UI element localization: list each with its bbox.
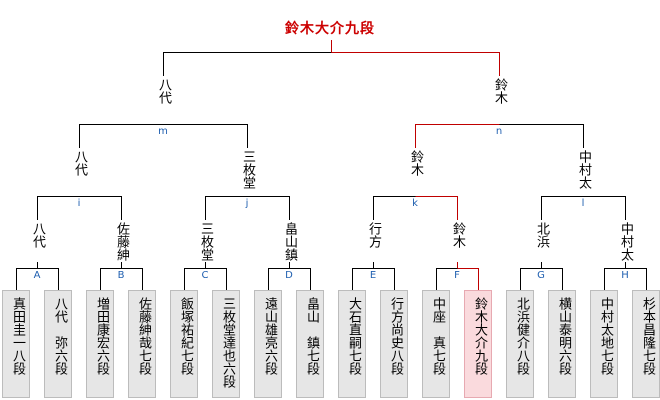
bracket-r1-7-right [625,268,647,290]
bracket-r3-0-right [163,124,248,148]
player-name: 横山泰明六段 [556,297,571,375]
bracket-final-left [163,52,332,76]
player-box-b-bottom: 佐藤紳哉七段 [128,290,156,398]
player-name: 佐藤紳哉七段 [136,297,151,375]
r1-winner-d: 畠山鎮 [282,222,297,261]
player-name: 杉本昌隆七段 [640,297,655,375]
bracket-r1-5-left [436,268,458,290]
r1-winner-f: 鈴木 [450,222,465,248]
bracket-r1-0-left [16,268,38,290]
bracket-r1-1-right [121,268,143,290]
bracket-r3-0-left [79,124,164,148]
player-box-g-top: 北浜健介八段 [506,290,534,398]
bracket-r1-1-left [100,268,122,290]
champion-name: 鈴木大介九段 [285,21,375,37]
match-label-m: m [158,126,168,137]
player-box-f-bottom-champion: 鈴木大介九段 [464,290,492,398]
bracket-r1-7-left [604,268,626,290]
player-name: 遠山雄亮六段 [262,297,277,375]
player-name: 北浜健介八段 [514,297,529,375]
player-box-c-top: 飯塚祐紀七段 [170,290,198,398]
bracket-r3-1-right [499,124,584,148]
match-label-c: C [201,270,209,281]
r1-winner-c: 三枚堂 [198,222,213,261]
player-box-a-bottom: 八代 弥六段 [44,290,72,398]
bracket-r1-6-right [541,268,563,290]
player-name: 大石直嗣七段 [346,297,361,375]
bracket-r2-3-left [541,196,584,220]
r1-winner-g: 北浜 [534,222,549,248]
r1-winner-h: 中村太 [618,222,633,261]
bracket-r1-4-right [373,268,395,290]
r1-winner-b: 佐藤紳 [114,222,129,261]
r1-winner-a: 八代 [30,222,45,248]
bracket-r2-0-right [79,196,122,220]
r1-winner-e: 行方 [366,222,381,248]
player-name: 増田康宏六段 [94,297,109,375]
player-box-b-top: 増田康宏六段 [86,290,114,398]
match-label-i: i [77,198,81,209]
bracket-r2-2-left [373,196,416,220]
player-box-a-top: 真田圭一八段 [2,290,30,398]
r2-winner-j: 三枚堂 [240,150,255,189]
match-label-f: F [454,270,460,281]
player-box-h-bottom: 杉本昌隆七段 [632,290,660,398]
bracket-r2-1-right [247,196,290,220]
match-label-l: l [581,198,585,209]
player-name: 中村太地七段 [598,297,613,375]
match-label-e: E [369,270,377,281]
r2-winner-i: 八代 [72,150,87,176]
player-box-e-bottom: 行方尚史八段 [380,290,408,398]
bracket-final-right [331,52,500,76]
player-box-d-bottom: 畠山 鎮七段 [296,290,324,398]
player-name: 飯塚祐紀七段 [178,297,193,375]
bracket-r2-3-right [583,196,626,220]
semifinal-winner-left: 八代 [156,78,171,104]
player-name: 行方尚史八段 [388,297,403,375]
player-box-g-bottom: 横山泰明六段 [548,290,576,398]
match-label-b: B [117,270,125,281]
player-name: 中座 真七段 [430,297,445,375]
player-box-e-top: 大石直嗣七段 [338,290,366,398]
bracket-r3-1-left [415,124,500,148]
player-box-f-top: 中座 真七段 [422,290,450,398]
player-name: 三枚堂達也六段 [220,297,235,388]
player-name: 八代 弥六段 [52,297,67,375]
bracket-r1-3-left [268,268,290,290]
bracket-r1-2-right [205,268,227,290]
match-label-a: A [33,270,41,281]
player-name: 真田圭一八段 [10,297,25,375]
r2-winner-l: 中村太 [576,150,591,189]
player-name: 畠山 鎮七段 [304,297,319,375]
bracket-r1-2-left [184,268,206,290]
player-box-d-top: 遠山雄亮六段 [254,290,282,398]
match-label-k: k [412,198,418,209]
match-label-d: D [285,270,293,281]
bracket-r2-0-left [37,196,80,220]
match-label-j: j [245,198,249,209]
player-box-h-top: 中村太地七段 [590,290,618,398]
match-label-n: n [495,126,503,137]
player-box-c-bottom: 三枚堂達也六段 [212,290,240,398]
bracket-r1-6-left [520,268,542,290]
match-label-h: H [621,270,629,281]
match-label-g: G [537,270,545,281]
bracket-r1-4-left [352,268,374,290]
semifinal-winner-right: 鈴木 [492,78,507,104]
bracket-r1-0-right [37,268,59,290]
bracket-r2-1-left [205,196,248,220]
player-name: 鈴木大介九段 [472,297,487,375]
r2-winner-k: 鈴木 [408,150,423,176]
bracket-r1-5-right [457,268,479,290]
bracket-r1-3-right [289,268,311,290]
bracket-r2-2-right [415,196,458,220]
